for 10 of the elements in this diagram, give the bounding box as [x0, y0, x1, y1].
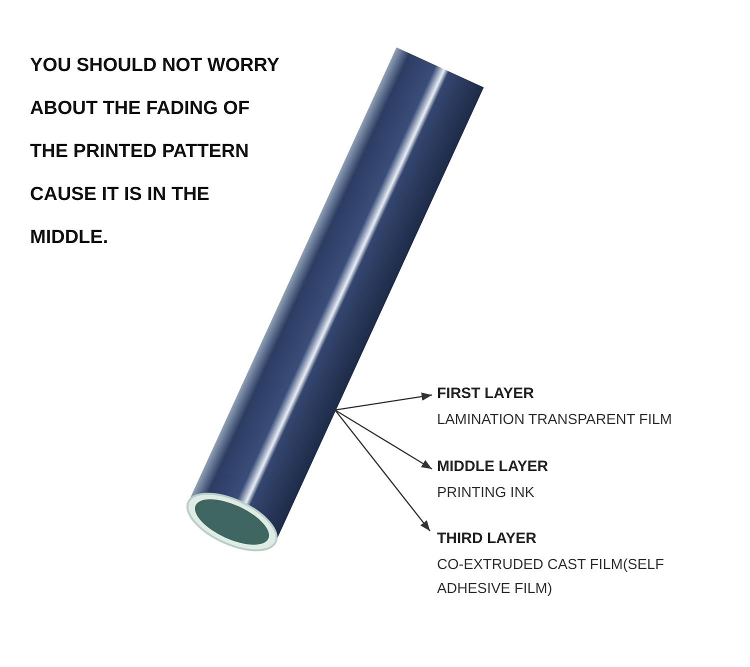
layer-description: LAMINATION TRANSPARENT FILM — [437, 411, 673, 430]
note-text: YOU SHOULD NOT WORRY ABOUT THE FADING OF THE PRINTED PATTERN CAUSE IT IS IN THE MIDDLE. — [30, 54, 280, 250]
layer-title: MIDDLE LAYER — [437, 458, 550, 475]
leader-arrow — [334, 409, 432, 470]
leader-arrow — [334, 392, 432, 411]
layer-description: CO-EXTRUDED CAST FILM(SELF ADHESIVE FILM) — [437, 556, 665, 599]
layer-title: THIRD LAYER — [437, 530, 538, 547]
layer-description: PRINTING INK — [437, 484, 536, 503]
layer-title: FIRST LAYER — [437, 385, 535, 402]
leader-arrow — [334, 410, 431, 532]
